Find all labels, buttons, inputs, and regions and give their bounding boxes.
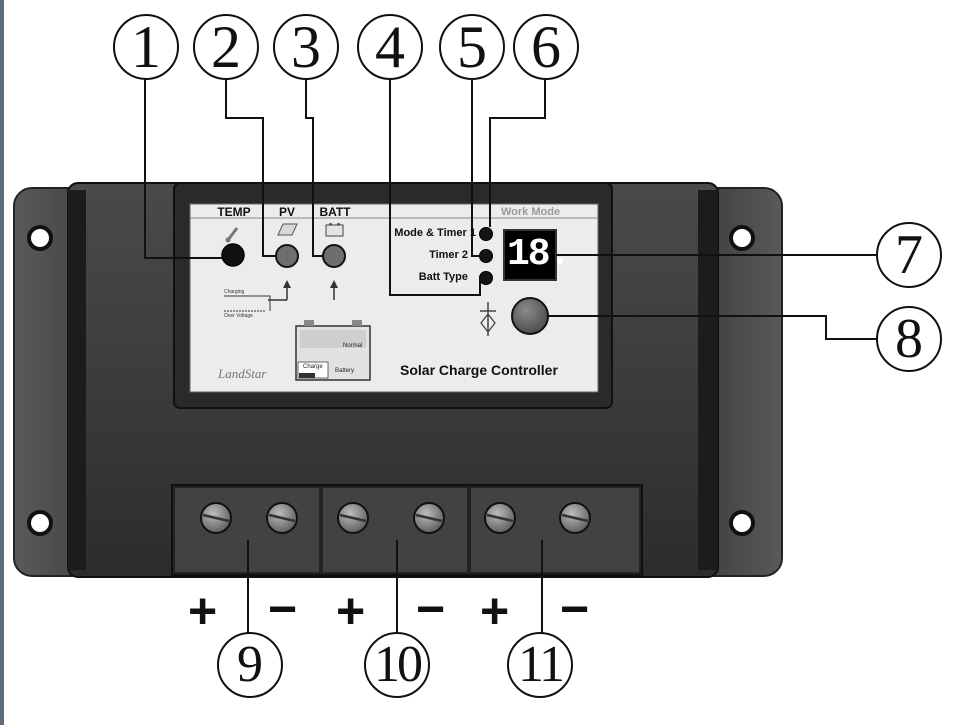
load-minus-sign: − — [560, 581, 590, 637]
display-value: 18. — [507, 233, 571, 276]
battery-indicator — [322, 244, 346, 268]
batt-arrow-icon — [330, 280, 338, 300]
callout-3: 3 — [291, 14, 321, 80]
housing-shadow-right — [698, 190, 718, 570]
pv-plus-sign: + — [188, 583, 218, 639]
mounting-hole-top-right — [729, 225, 755, 251]
battery-label: Battery — [335, 368, 355, 374]
leader-5 — [471, 78, 479, 257]
temp-icon — [225, 227, 239, 243]
mounting-hole-bottom-left — [27, 510, 53, 536]
callout-1: 1 — [131, 14, 161, 80]
mounting-hole-bottom-right — [729, 510, 755, 536]
product-title: Solar Charge Controller — [400, 362, 558, 378]
charging-mini-chart — [224, 295, 271, 312]
battery-minus-sign: − — [416, 581, 446, 637]
callout-5: 5 — [457, 14, 487, 80]
batt-type-label: Batt Type — [418, 271, 468, 283]
callout-4: 4 — [375, 14, 405, 80]
battery-icon — [325, 223, 344, 237]
chart-label-over-voltage: Over Voltage — [224, 313, 253, 319]
brand-logo: LandStar — [218, 366, 267, 381]
terminal-screws — [200, 502, 591, 534]
leader-3 — [305, 78, 323, 257]
callout-8: 8 — [895, 308, 923, 370]
pv-panel-icon — [277, 223, 298, 236]
callout-6: 6 — [531, 14, 561, 80]
callout-2: 2 — [211, 14, 241, 80]
pv-header: PV — [278, 205, 295, 219]
callout-9: 9 — [237, 636, 263, 693]
temp-sensor-indicator — [221, 243, 245, 267]
mode-timer1-led — [479, 227, 493, 241]
callout-7: 7 — [895, 224, 923, 286]
leader-4 — [389, 78, 481, 296]
load-plus-sign: + — [480, 583, 510, 639]
work-mode-label: Work Mode — [501, 206, 561, 218]
leader-lines — [144, 78, 876, 636]
setting-icon — [480, 302, 496, 336]
callout-11: 11 — [517, 636, 565, 693]
housing-shadow-left — [68, 190, 86, 570]
battery-normal-label: Normal — [343, 343, 363, 349]
chart-label-charging: Charging — [224, 289, 245, 295]
timer2-label: Timer 2 — [429, 249, 468, 261]
setting-button[interactable] — [511, 297, 549, 335]
callout-circles — [113, 14, 942, 698]
timer2-led — [479, 249, 493, 263]
callout-10: 10 — [374, 636, 423, 693]
leader-6 — [489, 78, 546, 227]
leader-1 — [144, 78, 222, 259]
battery-charge-label: Charge — [303, 364, 323, 370]
batt-type-led — [479, 271, 493, 285]
edge-strip — [0, 0, 4, 725]
pv-minus-sign: − — [268, 581, 298, 637]
terminal-section-load — [469, 486, 641, 574]
battery-plus-sign: + — [336, 583, 366, 639]
temp-header: TEMP — [217, 205, 251, 219]
leader-8 — [548, 315, 876, 340]
battery-graphic — [295, 320, 371, 381]
terminal-block — [171, 484, 643, 576]
segment-display — [503, 229, 557, 281]
mounting-hole-top-left — [27, 225, 53, 251]
leader-2 — [225, 78, 276, 257]
pv-indicator — [275, 244, 299, 268]
mode-timer1-label: Mode & Timer 1 — [394, 227, 476, 239]
pv-arrow-icon — [268, 280, 291, 301]
batt-header: BATT — [319, 205, 351, 219]
